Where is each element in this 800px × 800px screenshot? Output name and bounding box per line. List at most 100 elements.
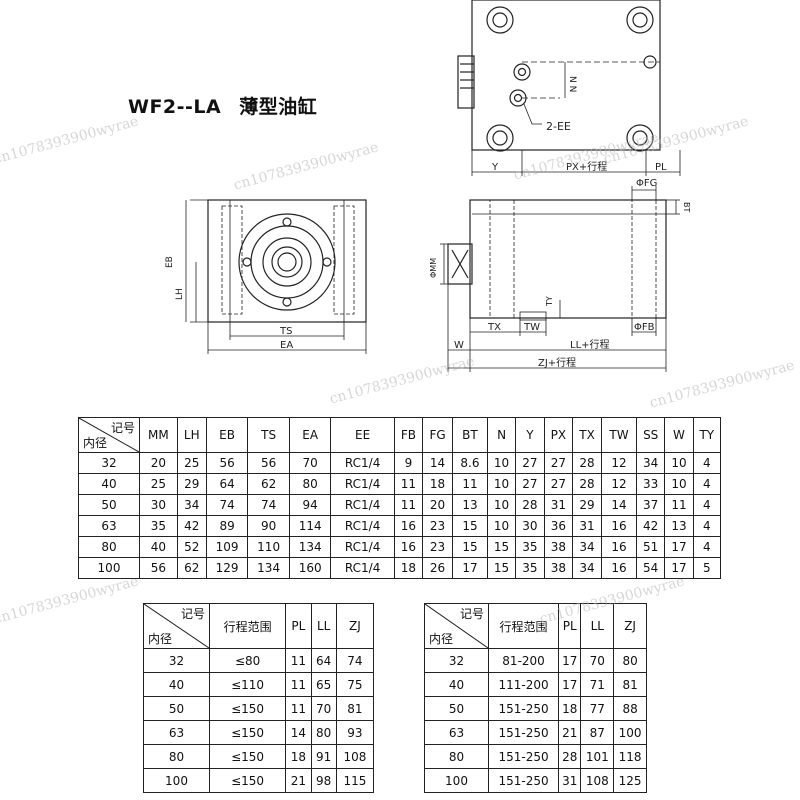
label-ts: TS <box>279 326 292 337</box>
table-cell: 80 <box>288 473 332 495</box>
table-cell: 74 <box>247 494 290 516</box>
table-cell: 14 <box>285 720 312 745</box>
table-cell: 28 <box>572 473 602 495</box>
column-header: 行程范围 <box>487 603 560 649</box>
bore-cell: 100 <box>78 557 140 579</box>
label-pl: PL <box>655 162 667 173</box>
label-fg: ΦFG <box>636 178 657 189</box>
table-cell: 28 <box>572 452 602 474</box>
bore-cell: 50 <box>424 696 489 721</box>
table-cell: 11 <box>285 648 312 673</box>
table-cell: ≤150 <box>208 720 287 745</box>
bore-cell: 40 <box>424 672 489 697</box>
table-cell: 42 <box>176 515 207 537</box>
table-cell: 4 <box>692 473 722 495</box>
corner-cell: 记号 内径 <box>424 603 489 649</box>
table-cell: 35 <box>515 536 545 558</box>
table-cell: 30 <box>139 494 178 516</box>
table-cell: 25 <box>176 452 207 474</box>
table-cell: 16 <box>600 557 638 579</box>
table-cell: 20 <box>139 452 178 474</box>
table-cell: 31 <box>558 768 582 793</box>
table-cell: 129 <box>205 557 249 579</box>
table-cell: RC1/4 <box>330 515 395 537</box>
table-cell: 11 <box>452 473 488 495</box>
table-cell: 151-250 <box>487 720 560 745</box>
label-ll: LL+行程 <box>570 338 610 351</box>
table-cell: ≤150 <box>208 696 287 721</box>
table-cell: RC1/4 <box>330 557 395 579</box>
column-header: FB <box>393 417 424 453</box>
front-view-body <box>207 199 367 323</box>
label-eb: EB <box>165 256 175 268</box>
column-header: ZJ <box>335 603 375 649</box>
label-w: W <box>454 340 464 351</box>
bore-cell: 63 <box>424 720 489 745</box>
table-cell: 56 <box>139 557 178 579</box>
corner-cell: 记号 内径 <box>78 417 140 453</box>
table-cell: 13 <box>452 494 488 516</box>
table-cell: 14 <box>422 452 453 474</box>
table-cell: 34 <box>176 494 207 516</box>
column-header: TX <box>572 417 602 453</box>
table-cell: 65 <box>310 672 337 697</box>
table-cell: 36 <box>543 515 574 537</box>
table-cell: 10 <box>664 473 694 495</box>
table-cell: 12 <box>600 473 638 495</box>
table-cell: 77 <box>580 696 615 721</box>
label-tw: TW <box>523 322 540 333</box>
bore-cell: 40 <box>143 672 210 697</box>
column-header: LH <box>176 417 207 453</box>
bore-cell: 50 <box>143 696 210 721</box>
table-cell: 109 <box>205 536 249 558</box>
table-cell: 17 <box>558 648 582 673</box>
column-header: EB <box>205 417 249 453</box>
table-cell: 118 <box>613 744 647 769</box>
corner-label-top: 记号 <box>180 607 205 621</box>
table-cell: RC1/4 <box>330 536 395 558</box>
table-cell: 74 <box>335 648 375 673</box>
table-cell: 56 <box>205 452 249 474</box>
table-cell: 40 <box>139 536 178 558</box>
bore-cell: 100 <box>424 768 489 793</box>
table-cell: 70 <box>288 452 332 474</box>
label-tx: TX <box>487 322 501 333</box>
table-cell: 93 <box>335 720 375 745</box>
table-cell: 14 <box>600 494 638 516</box>
table-cell: 42 <box>636 515 666 537</box>
corner-label-bottom: 内径 <box>83 436 108 450</box>
table-cell: 11 <box>393 494 424 516</box>
piston-rod-icon <box>271 246 303 278</box>
table-cell: 16 <box>600 536 638 558</box>
model-code: WF2--LA <box>128 96 222 118</box>
mount-hole-icon <box>486 6 514 34</box>
table-cell: 10 <box>486 452 517 474</box>
table-cell: 38 <box>543 557 574 579</box>
table-cell: 21 <box>285 768 312 793</box>
bolt-hole-icon <box>282 297 292 307</box>
bore-cell: 63 <box>78 515 140 537</box>
table-cell: 87 <box>580 720 615 745</box>
table-cell: 31 <box>572 515 602 537</box>
table-cell: 75 <box>335 672 375 697</box>
table-cell: 27 <box>515 473 545 495</box>
table-cell: 110 <box>247 536 290 558</box>
table-cell: ≤110 <box>208 672 287 697</box>
flange-outline <box>238 213 336 311</box>
table-cell: RC1/4 <box>330 494 395 516</box>
table-cell: 15 <box>486 557 517 579</box>
table-cell: 88 <box>613 696 647 721</box>
table-cell: 25 <box>139 473 178 495</box>
table-cell: 62 <box>176 557 207 579</box>
